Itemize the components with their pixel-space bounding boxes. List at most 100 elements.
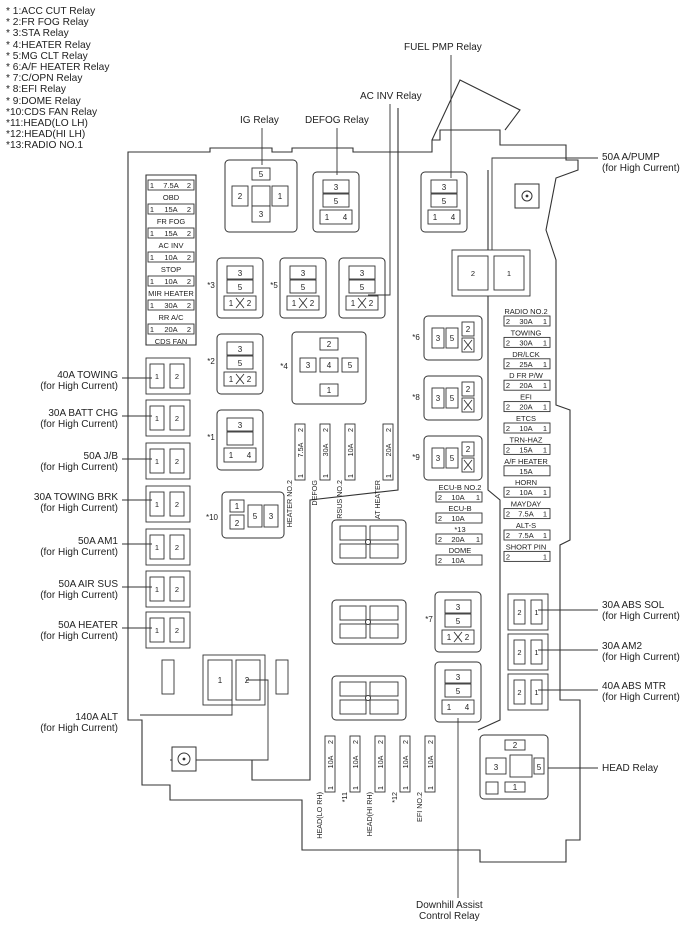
fuse-pin: 1 (296, 474, 305, 478)
fuse-blade (149, 534, 165, 560)
fuse-body (503, 508, 551, 520)
fuse-pin: 1 (534, 648, 538, 657)
relay-pin (445, 447, 459, 469)
relay-pin (348, 265, 376, 280)
fuse-pin: 2 (187, 277, 191, 286)
fuse-rating: 15A (164, 205, 177, 214)
fuse-pin: 2 (506, 445, 510, 454)
fuse-pin: 1 (150, 205, 154, 214)
relay-pin-label: 3 (456, 603, 461, 612)
fuse-body (294, 423, 306, 481)
fuse-body (435, 512, 483, 524)
fuse-rating: 10A (519, 488, 532, 497)
fuse-label: D FR P/W (509, 371, 544, 380)
fuse-pin: 2 (175, 585, 179, 594)
fuse-pin: 2 (506, 403, 510, 412)
head-relay-label: HEAD Relay (602, 763, 659, 774)
relay-pin (430, 193, 458, 208)
relay-pin-label: 3 (360, 269, 365, 278)
relay-pin-label: 1 (292, 299, 297, 308)
legend-entry: * 7:C/OPN Relay (6, 73, 83, 85)
fuse-body (324, 735, 336, 793)
fuse-rating: 10A (326, 755, 335, 768)
relay-diode (463, 399, 473, 411)
relay-pin-label: 2 (465, 633, 470, 642)
fuse-label: HEAD(LO RH) (315, 792, 324, 839)
fuse-pin: 2 (245, 676, 250, 685)
fuse-pin: 2 (326, 740, 335, 744)
fuse-body (349, 735, 361, 793)
relay-tag: *5 (270, 281, 278, 290)
relay-pin (485, 757, 507, 775)
fuse-pin: 2 (187, 301, 191, 310)
fuse-pin: 1 (155, 543, 159, 552)
relay-pin (319, 337, 339, 351)
fuse-label: A/F HEATER (504, 457, 548, 466)
relay-pin-label: 2 (466, 325, 471, 334)
fuse-rating: 10A (451, 556, 464, 565)
fuse-label: ECU-B (448, 504, 471, 513)
fuse-rating: 10A (351, 755, 360, 768)
relay-pin (348, 279, 376, 294)
relay-pin-label: 3 (269, 512, 274, 521)
fuse-rating: 20A (384, 443, 393, 456)
fuse-pin: 2 (438, 535, 442, 544)
fuse-pin: 2 (187, 229, 191, 238)
bolt-terminal-bottom (171, 746, 197, 772)
fuse-body (435, 554, 483, 566)
relay-pin (226, 279, 254, 294)
relay-tag: *10 (206, 513, 219, 522)
relay-pin-label: 3 (306, 361, 311, 370)
relay-pin-label: 1 (235, 502, 240, 511)
legend-entry: * 3:STA Relay (6, 28, 69, 40)
fuse-pin: 1 (155, 457, 159, 466)
fuse-pin: 2 (506, 424, 510, 433)
fuse-pin: 1 (150, 325, 154, 334)
legend-entry: * 8:EFI Relay (6, 84, 67, 96)
fuse-rating: 10A (164, 277, 177, 286)
air-sus-label: 50A AIR SUS(for High Current) (40, 579, 118, 601)
fuse-body (399, 735, 411, 793)
fuse-label: EFI (520, 393, 532, 402)
relay-pin (289, 265, 317, 280)
fuse-body (503, 358, 551, 370)
fuse-body (503, 486, 551, 498)
relay-pin (509, 754, 533, 778)
relay-pin (445, 327, 459, 349)
relay-pin (461, 321, 475, 337)
fuse-pin: 1 (543, 338, 547, 347)
relay-legend: * 1:ACC CUT Relay* 2:FR FOG Relay* 3:STA… (6, 6, 109, 152)
fuse-pin: 2 (175, 414, 179, 423)
relay-diode (453, 631, 463, 643)
fuse-pin: 1 (384, 474, 393, 478)
socket-slot (339, 699, 367, 715)
relay-pin-label: 3 (442, 183, 447, 192)
relay-pin (226, 341, 254, 356)
fuse-rating: 25A (519, 360, 532, 369)
fuse-label: ALT-S (516, 521, 536, 530)
relay-pin-label: 1 (278, 192, 283, 201)
legend-entry: * 6:A/F HEATER Relay (6, 62, 110, 74)
legend-entry: *13:RADIO NO.1 (6, 140, 83, 152)
fuse-body (147, 227, 195, 239)
relay-pin-label: 2 (235, 519, 240, 528)
relay-pin-label: 2 (327, 340, 332, 349)
fuse-blade (457, 255, 489, 291)
relay-pin (431, 447, 445, 469)
fuse-blade (149, 448, 165, 474)
